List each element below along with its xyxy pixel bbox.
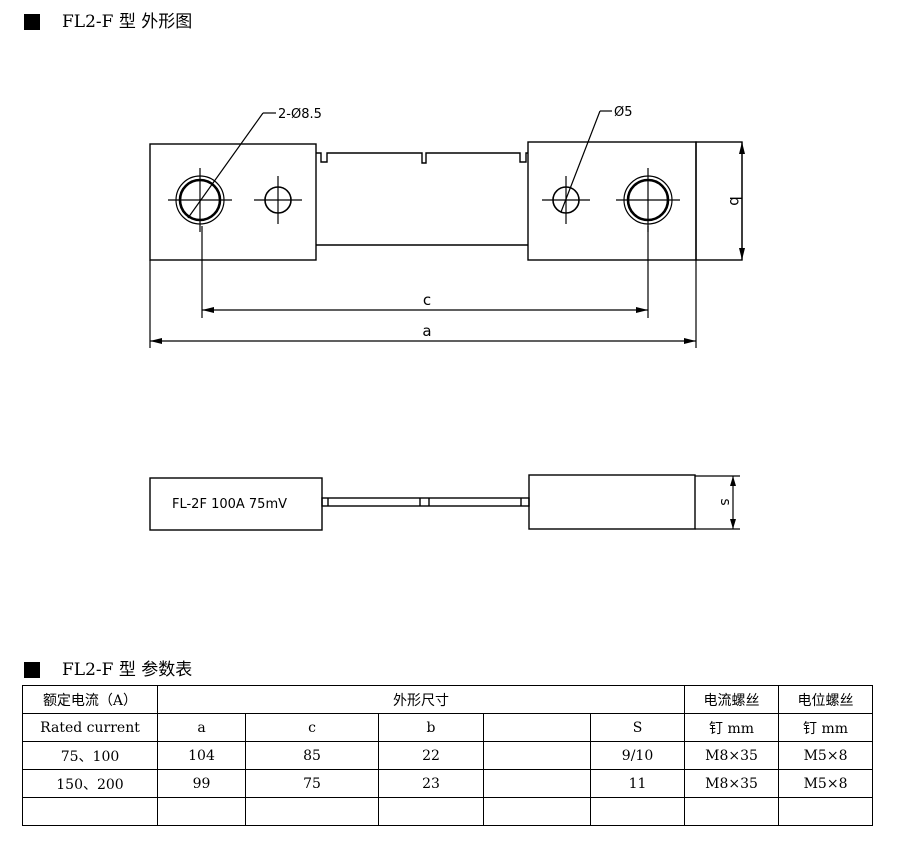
cell-current-screw: M8×35 [684, 769, 780, 798]
cell-a [157, 797, 246, 826]
cell-current-screw: M8×35 [684, 741, 780, 770]
hole-small-label: Ø5 [614, 105, 633, 120]
header-rated-current-en: Rated current [22, 713, 158, 742]
cell-s: 9/10 [589, 741, 686, 770]
dimension-a [149, 260, 697, 348]
right-large-hole [616, 168, 680, 232]
black-square-icon [24, 14, 40, 30]
shunt-strip [316, 152, 528, 164]
cell-potential-screw: M5×8 [778, 769, 874, 798]
subheader-c: c [245, 713, 379, 742]
cell-current-screw [684, 797, 780, 826]
top-view [149, 141, 743, 261]
cell-a: 104 [157, 741, 246, 770]
cell-c [245, 797, 379, 826]
dim-b-label: b [726, 196, 744, 206]
left-large-hole [168, 168, 232, 232]
dimension-b [739, 142, 745, 260]
cell-rated-current [22, 797, 158, 826]
subheader-b: b [378, 713, 484, 742]
subheader-a: a [157, 713, 246, 742]
side-view-marking: FL-2F 100A 75mV [172, 497, 287, 512]
dim-c-label: c [423, 291, 431, 309]
cell-rated-current: 75、100 [22, 741, 158, 770]
side-view [149, 474, 696, 531]
cell-b: 22 [378, 741, 484, 770]
cell-b [378, 797, 484, 826]
table-row: 150、200 99 75 23 11 M8×35 M5×8 [22, 769, 874, 798]
table-row: 75、100 104 85 22 9/10 M8×35 M5×8 [22, 741, 874, 770]
cell-c: 75 [245, 769, 379, 798]
parameter-table: 额定电流（A） 外形尺寸 电流螺丝 电位螺丝 Rated current a c… [22, 685, 874, 826]
cell-c: 85 [245, 741, 379, 770]
hole-leaders [187, 110, 612, 219]
cell-blank [483, 769, 591, 798]
cell-potential-screw [778, 797, 874, 826]
dim-s-label: s [717, 498, 733, 505]
dimension-s [695, 475, 740, 530]
drawing-title-text: FL2-F 型 外形图 [62, 12, 193, 32]
table-section-title: FL2-F 型 参数表 [24, 660, 192, 680]
table-row [22, 797, 874, 826]
table-subheader-row: Rated current a c b S 钉 mm 钉 mm [22, 713, 874, 742]
left-small-hole [254, 176, 302, 224]
outline-drawing: 2-Ø8.5 Ø5 c a b FL-2F 100A 75mV [149, 105, 745, 531]
side-right-block [528, 474, 696, 530]
header-rated-current-cn: 额定电流（A） [22, 685, 158, 714]
cell-b: 23 [378, 769, 484, 798]
header-potential-screw-line2: 钉 mm [778, 713, 874, 742]
table-header-row: 额定电流（A） 外形尺寸 电流螺丝 电位螺丝 [22, 685, 874, 714]
hole-large-label: 2-Ø8.5 [278, 107, 322, 122]
header-current-screw-line2: 钉 mm [684, 713, 780, 742]
table-title-text: FL2-F 型 参数表 [62, 660, 193, 680]
subheader-s: S [589, 713, 686, 742]
header-dimensions: 外形尺寸 [156, 685, 686, 714]
cell-blank [483, 797, 591, 826]
drawing-section-title: FL2-F 型 外形图 [24, 12, 192, 32]
header-current-screw-line1: 电流螺丝 [684, 685, 780, 714]
cell-potential-screw: M5×8 [778, 741, 874, 770]
cell-rated-current: 150、200 [22, 769, 158, 798]
dimension-c [201, 226, 649, 318]
black-square-icon [24, 662, 40, 678]
cell-a: 99 [157, 769, 246, 798]
cell-s: 11 [589, 769, 686, 798]
side-shunt-strip [321, 497, 530, 507]
subheader-blank [483, 713, 591, 742]
cell-blank [483, 741, 591, 770]
dim-a-label: a [422, 322, 431, 340]
cell-s [589, 797, 686, 826]
left-terminal-block [149, 143, 317, 261]
header-potential-screw-line1: 电位螺丝 [778, 685, 874, 714]
